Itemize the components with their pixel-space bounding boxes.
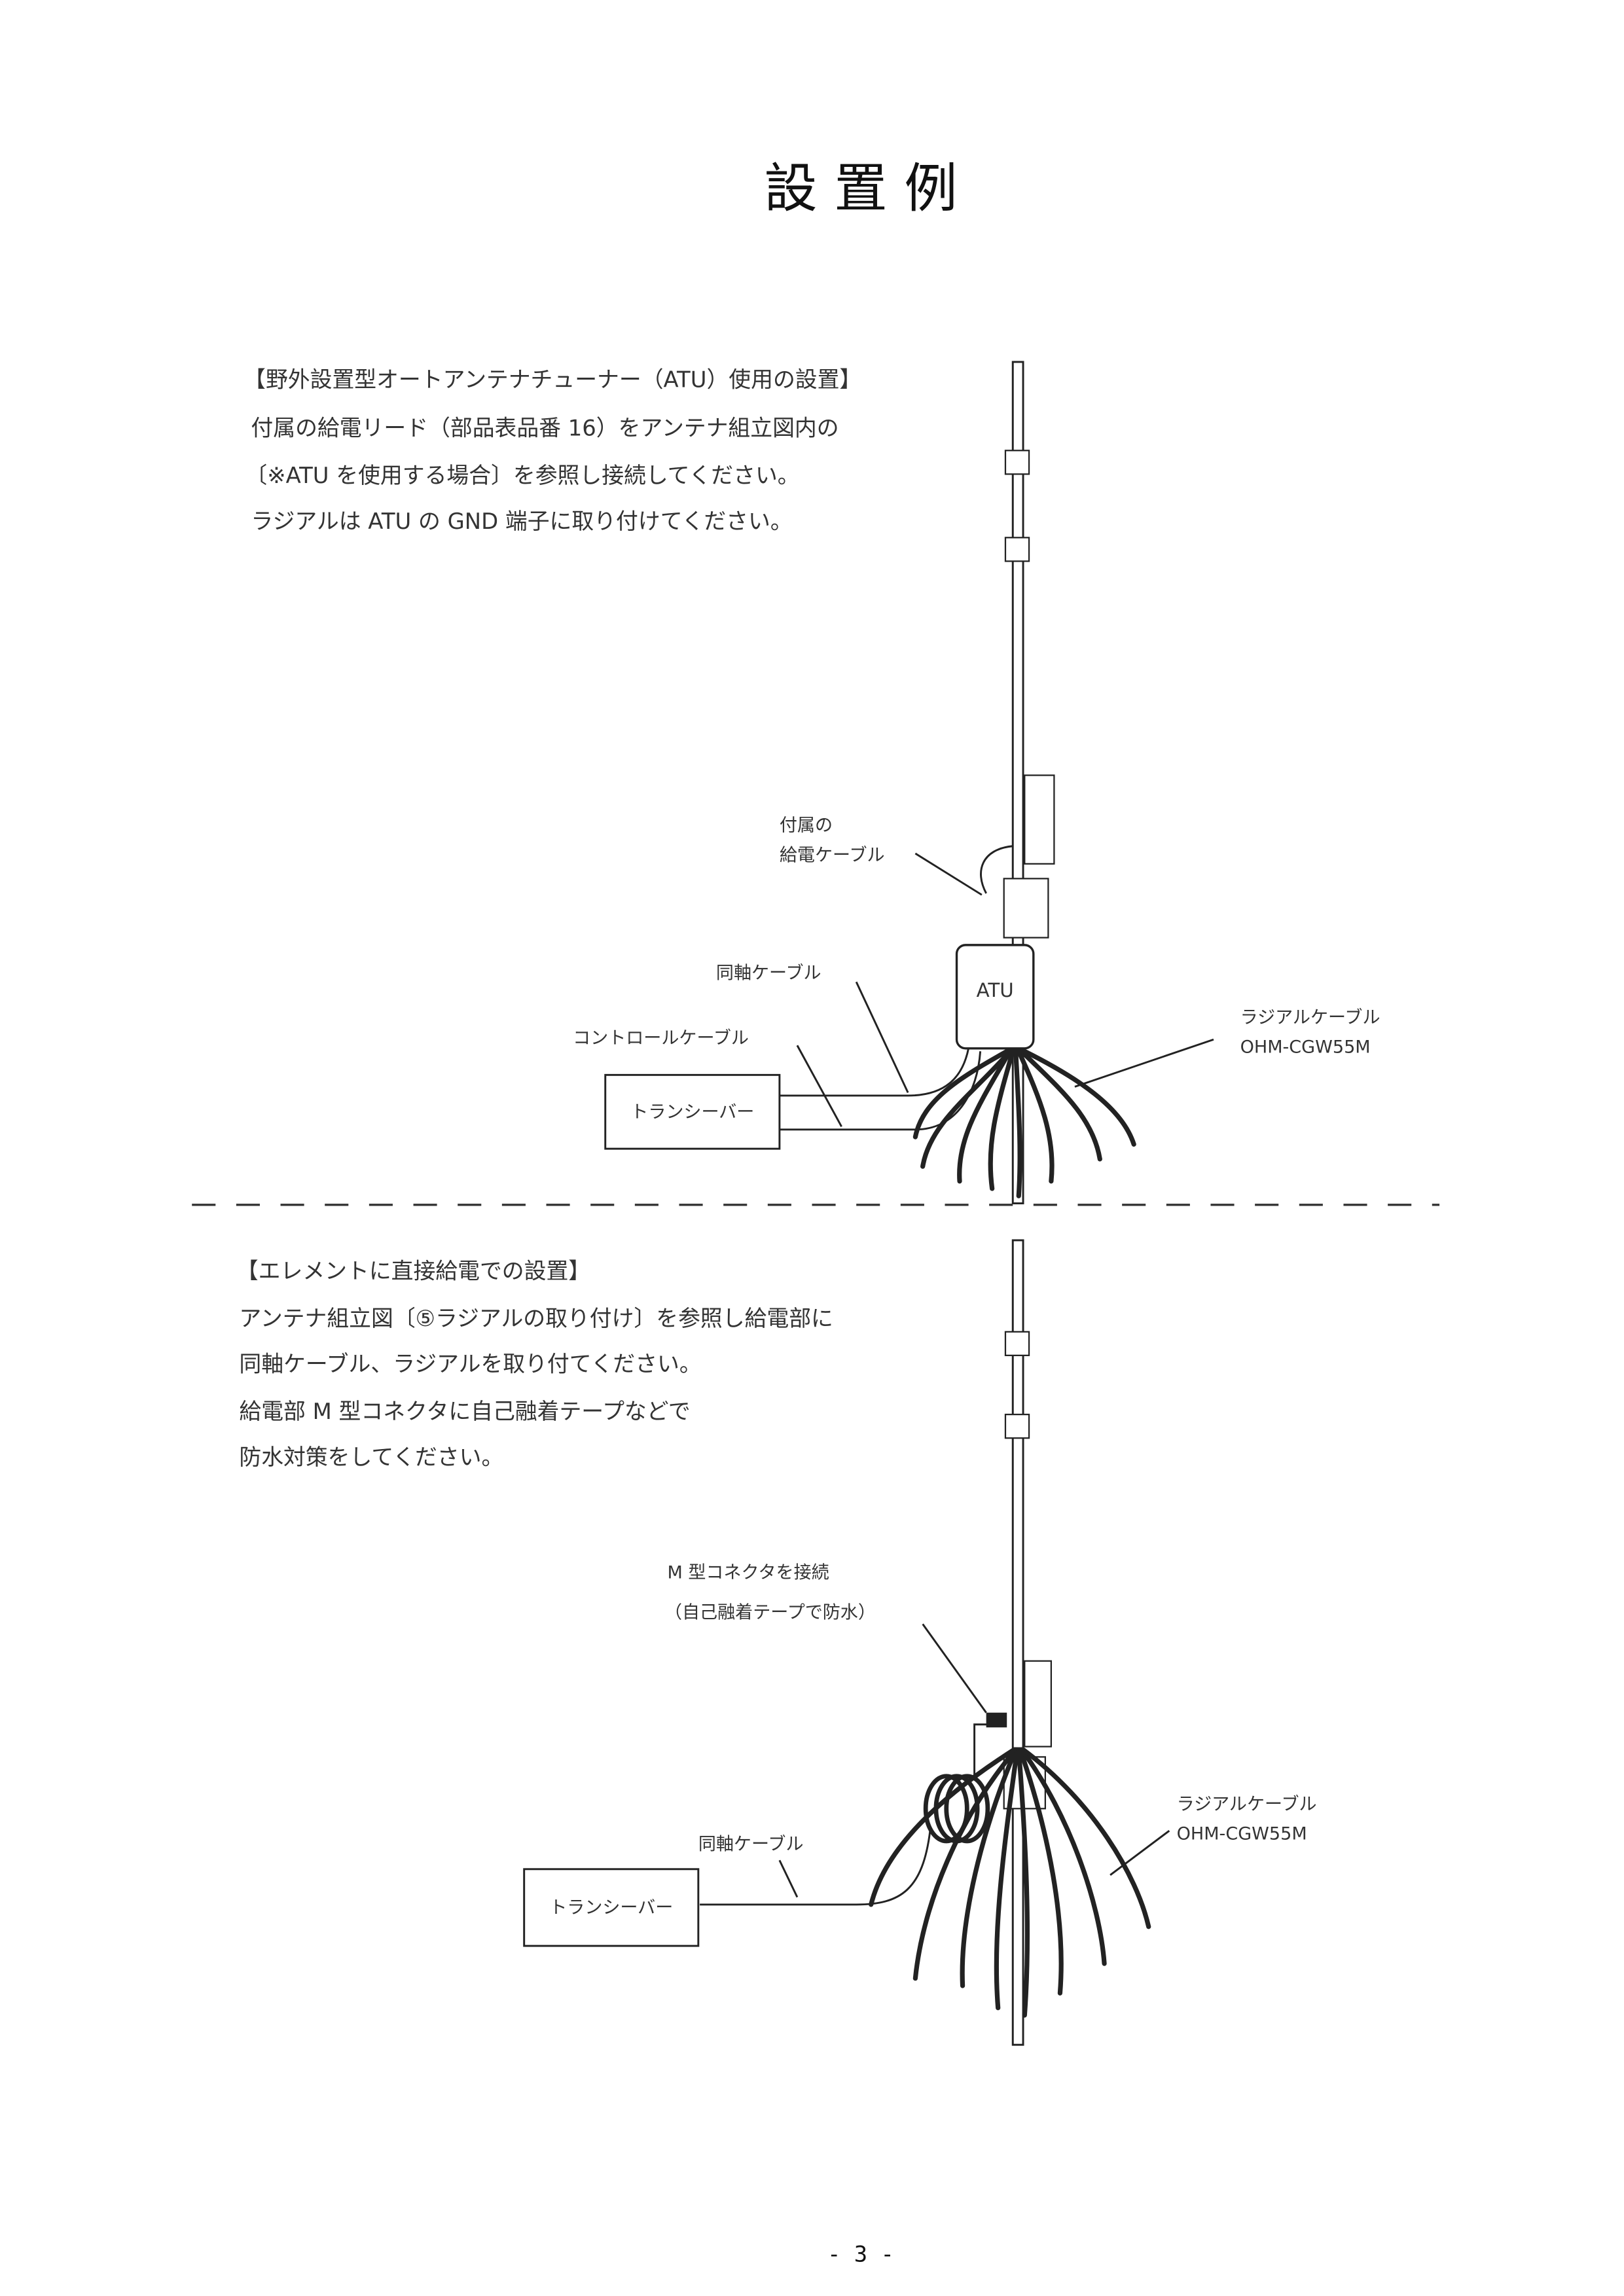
page-number: - 3 - — [827, 2242, 894, 2267]
section2-line: アンテナ組立図〔⑤ラジアルの取り付け〕を参照し給電部に — [239, 1306, 833, 1331]
atu-box — [955, 944, 1035, 1050]
radials — [912, 1049, 1136, 1198]
coax-label: 同軸ケーブル — [716, 963, 821, 984]
feed-cable-label: 給電ケーブル — [780, 845, 885, 865]
transceiver-label: トランシーバー — [630, 1102, 754, 1122]
section1-heading: 【野外設置型オートアンテナチューナー（ATU）使用の設置】 — [244, 367, 861, 392]
coax-cable — [700, 1723, 992, 1906]
feed-cable-label: 付属の — [780, 816, 833, 836]
transceiver-label: トランシーバー — [549, 1897, 673, 1918]
atu-diagram: ATU トランシーバー 付属の 給電ケーブル 同軸ケーブル コントロールケーブル… — [573, 361, 1380, 1205]
mast-joint — [1004, 537, 1030, 562]
section1-line: 付属の給電リード（部品表品番 16）をアンテナ組立図内の — [251, 416, 839, 441]
mount-clamp — [1003, 878, 1049, 939]
section1-line: ラジアルは ATU の GND 端子に取り付けてください。 — [251, 509, 792, 534]
section2-heading: 【エレメントに直接給電での設置】 — [236, 1259, 590, 1284]
section2-text: 【エレメントに直接給電での設置】 アンテナ組立図〔⑤ラジアルの取り付け〕を参照し… — [236, 1259, 833, 1470]
connector-label: M 型コネクタを接続 — [667, 1562, 829, 1583]
coax-cable — [779, 1048, 970, 1097]
antenna-mast — [1011, 1239, 1024, 2046]
direct-feed-diagram: トランシーバー M 型コネクタを接続 （自己融着テープで防水） 同軸ケーブル ラ… — [523, 1239, 1317, 2046]
page-title: 設 置 例 — [764, 158, 957, 220]
transceiver-box — [523, 1868, 700, 1947]
transceiver-box — [604, 1073, 781, 1150]
radial-model: OHM-CGW55M — [1177, 1824, 1307, 1844]
control-cable-label: コントロールケーブル — [573, 1028, 749, 1049]
mount-bracket — [1024, 774, 1055, 865]
section1-text: 【野外設置型オートアンテナチューナー（ATU）使用の設置】 付属の給電リード（部… — [244, 367, 861, 534]
atu-label: ATU — [977, 979, 1014, 1001]
mast-joint — [1004, 1331, 1030, 1357]
section2-line: 防水対策をしてください。 — [239, 1444, 503, 1470]
mast-joint — [1004, 450, 1030, 475]
radial-model: OHM-CGW55M — [1240, 1037, 1371, 1058]
section2-line: 給電部 M 型コネクタに自己融着テープなどで — [239, 1399, 690, 1424]
radials — [869, 1747, 1151, 2018]
connector-note: （自己融着テープで防水） — [664, 1602, 876, 1623]
mast-joint — [1004, 1413, 1030, 1439]
radial-label: ラジアルケーブル — [1177, 1795, 1317, 1815]
coax-label: 同軸ケーブル — [698, 1834, 804, 1854]
section1-line: 〔※ATU を使用する場合〕を参照し接続してください。 — [245, 463, 799, 488]
radial-label: ラジアルケーブル — [1240, 1007, 1380, 1028]
section2-line: 同軸ケーブル、ラジアルを取り付てください。 — [239, 1352, 701, 1377]
mount-bracket — [1024, 1660, 1053, 1748]
